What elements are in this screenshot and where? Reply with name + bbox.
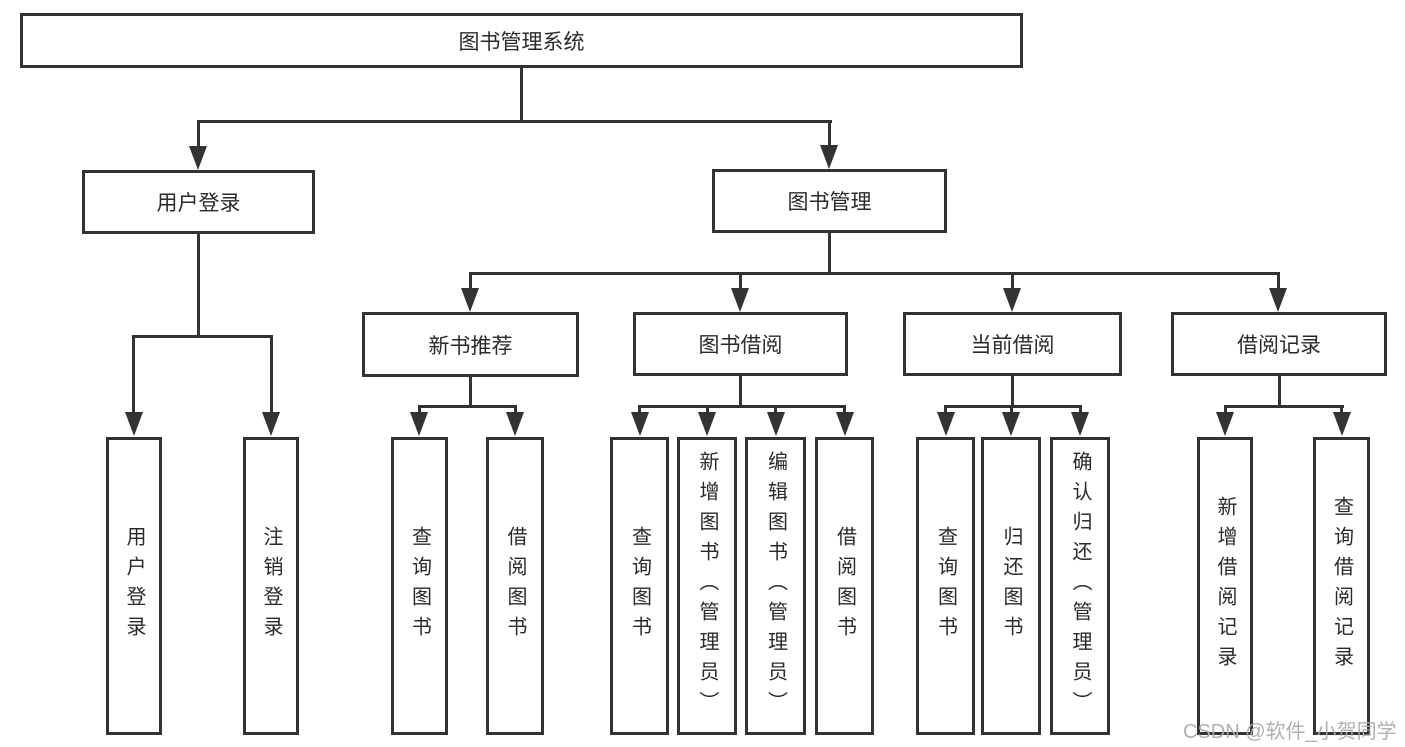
node-user-login: 用户登录 bbox=[82, 170, 315, 234]
connector-current-leaf3 bbox=[1079, 405, 1082, 415]
node-label: 用户登录 bbox=[156, 192, 241, 215]
connector-borrow-leaf3 bbox=[774, 405, 777, 415]
arrow-down-icon bbox=[1333, 412, 1351, 436]
arrow-down-icon bbox=[461, 288, 479, 312]
arrow-down-icon bbox=[1216, 412, 1234, 436]
connector-recommend-stem bbox=[469, 377, 472, 405]
connector-current-stem bbox=[1011, 376, 1014, 405]
connector-borrow-leaf4 bbox=[843, 405, 846, 415]
connector-records-stem bbox=[1278, 375, 1281, 405]
connector-root-branch bbox=[197, 120, 832, 123]
leaf-logout: 注销登录 bbox=[243, 437, 299, 735]
connector-mgmt-branch bbox=[469, 272, 1280, 275]
arrow-down-icon bbox=[1003, 288, 1021, 312]
arrow-down-icon bbox=[1002, 412, 1020, 436]
connector-borrow-stem bbox=[739, 376, 742, 405]
leaf-confirm-return-admin: 确认归还（管理员） bbox=[1050, 437, 1110, 735]
leaf-label: 注销登录 bbox=[260, 526, 282, 646]
leaf-label: 新增图书（管理员） bbox=[696, 451, 718, 721]
arrow-down-icon bbox=[937, 412, 955, 436]
leaf-label: 借阅图书 bbox=[833, 526, 856, 646]
leaf-borrow-books: 借阅图书 bbox=[815, 437, 874, 735]
connector-login-stem bbox=[197, 234, 200, 335]
node-current-borrow: 当前借阅 bbox=[903, 312, 1122, 376]
connector-login-leaf1 bbox=[132, 335, 135, 415]
node-label: 当前借阅 bbox=[970, 334, 1055, 357]
leaf-query-borrow-record: 查询借阅记录 bbox=[1313, 437, 1370, 735]
node-label: 图书管理系统 bbox=[458, 30, 585, 54]
arrow-down-icon bbox=[506, 412, 524, 436]
connector-to-book-mgmt bbox=[828, 120, 831, 150]
leaf-label: 用户登录 bbox=[123, 526, 145, 646]
arrow-down-icon bbox=[410, 412, 428, 436]
connector-records-branch bbox=[1224, 405, 1344, 408]
connector-recommend-branch bbox=[418, 405, 517, 408]
arrow-down-icon bbox=[731, 288, 749, 312]
node-label: 图书管理 bbox=[787, 191, 872, 214]
connector-records-leaf2 bbox=[1340, 405, 1343, 415]
arrow-down-icon bbox=[189, 146, 207, 170]
connector-records-leaf1 bbox=[1224, 405, 1227, 415]
leaf-label: 查询借阅记录 bbox=[1330, 496, 1353, 676]
leaf-edit-books-admin: 编辑图书（管理员） bbox=[745, 437, 806, 735]
csdn-watermark: CSDN @软件_小贺同学 bbox=[1183, 721, 1397, 743]
node-book-management: 图书管理 bbox=[712, 169, 947, 233]
connector-recommend-leaf2 bbox=[514, 405, 517, 415]
leaf-query-books-recommend: 查询图书 bbox=[391, 437, 448, 735]
node-new-book-recommend: 新书推荐 bbox=[362, 312, 579, 377]
leaf-label: 新增借阅记录 bbox=[1214, 496, 1236, 676]
node-borrow-record: 借阅记录 bbox=[1171, 312, 1387, 376]
node-label: 借阅记录 bbox=[1237, 334, 1321, 357]
node-label: 新书推荐 bbox=[428, 334, 513, 358]
connector-to-borrow bbox=[739, 272, 742, 292]
connector-mgmt-stem bbox=[828, 233, 831, 272]
connector-borrow-leaf1 bbox=[638, 405, 641, 415]
arrow-down-icon bbox=[1269, 288, 1287, 312]
node-label: 图书借阅 bbox=[698, 334, 783, 357]
arrow-down-icon bbox=[125, 412, 143, 436]
leaf-add-borrow-record: 新增借阅记录 bbox=[1197, 437, 1253, 735]
leaf-label: 借阅图书 bbox=[504, 526, 526, 646]
arrow-down-icon bbox=[820, 145, 838, 169]
leaf-label: 确认归还（管理员） bbox=[1069, 451, 1091, 721]
connector-current-leaf2 bbox=[1010, 405, 1013, 415]
connector-login-branch bbox=[132, 335, 273, 338]
leaf-query-books-borrow: 查询图书 bbox=[610, 437, 669, 735]
arrow-down-icon bbox=[1071, 412, 1089, 436]
leaf-label: 查询图书 bbox=[408, 526, 431, 646]
arrow-down-icon bbox=[262, 412, 280, 436]
arrow-down-icon bbox=[631, 412, 649, 436]
connector-borrow-branch bbox=[638, 405, 846, 408]
leaf-query-books-current: 查询图书 bbox=[916, 437, 975, 735]
leaf-return-books: 归还图书 bbox=[981, 437, 1041, 735]
node-book-borrow: 图书借阅 bbox=[633, 312, 848, 376]
leaf-add-books-admin: 新增图书（管理员） bbox=[677, 437, 737, 735]
leaf-label: 查询图书 bbox=[628, 526, 651, 646]
connector-recommend-leaf1 bbox=[418, 405, 421, 415]
leaf-label: 归还图书 bbox=[1000, 526, 1022, 646]
arrow-down-icon bbox=[698, 412, 716, 436]
connector-to-recommend bbox=[469, 272, 472, 292]
connector-to-user-login bbox=[197, 120, 200, 150]
connector-borrow-leaf2 bbox=[706, 405, 709, 415]
leaf-label: 编辑图书（管理员） bbox=[764, 451, 787, 721]
connector-to-records bbox=[1277, 272, 1280, 292]
connector-current-branch bbox=[944, 405, 1082, 408]
connector-root-stem bbox=[520, 68, 523, 120]
arrow-down-icon bbox=[767, 412, 785, 436]
connector-login-leaf2 bbox=[270, 335, 273, 415]
node-library-system: 图书管理系统 bbox=[20, 13, 1023, 68]
leaf-user-login: 用户登录 bbox=[106, 437, 162, 735]
arrow-down-icon bbox=[836, 412, 854, 436]
connector-current-leaf1 bbox=[944, 405, 947, 415]
leaf-borrow-books-recommend: 借阅图书 bbox=[486, 437, 544, 735]
leaf-label: 查询图书 bbox=[934, 526, 957, 646]
connector-to-current bbox=[1011, 272, 1014, 292]
